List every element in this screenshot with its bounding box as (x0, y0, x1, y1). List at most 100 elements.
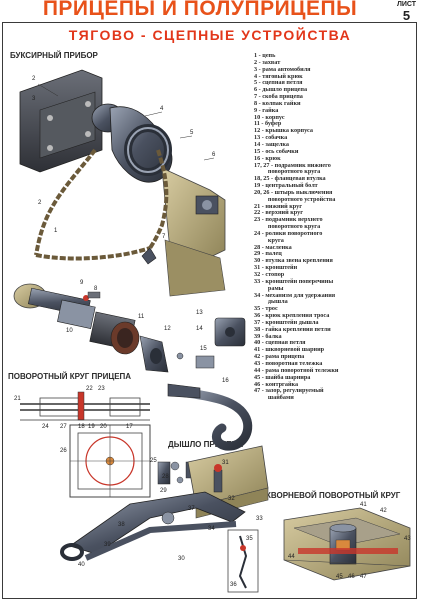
callout-king-44: 44 (288, 554, 295, 560)
callout-king-42: 42 (380, 508, 387, 514)
legend-item: 35 - трос (254, 305, 278, 313)
callout-king-45: 45 (336, 574, 343, 580)
callout-turn-22: 22 (86, 386, 93, 392)
section-title-drawbar: ДЫШЛО ПРИЦЕПА (168, 440, 244, 449)
legend-item: круга (254, 236, 284, 244)
callout-bar-35: 35 (246, 536, 253, 542)
legend-item: 29 - палец (254, 250, 282, 258)
poster-subtitle: ТЯГОВО - СЦЕПНЫЕ УСТРОЙСТВА (68, 27, 352, 43)
callout-hook-8: 8 (94, 286, 98, 292)
legend-item: 11 - буфер (254, 120, 282, 128)
legend-item: 21 - нижний круг (254, 202, 303, 210)
legend-item: поворотного круга (254, 168, 321, 176)
callout-hook-16: 16 (222, 378, 229, 384)
callout-king-46: 46 (348, 574, 355, 580)
poster-frame (2, 22, 417, 599)
page-title: ПРИЦЕПЫ И ПОЛУПРИЦЕПЫ (42, 0, 358, 20)
callout-bar-30: 30 (178, 556, 185, 562)
callout-lower-28: 28 (162, 474, 169, 480)
drawbar-illustration (60, 445, 269, 593)
legend-item: 22 - верхний круг (254, 209, 304, 217)
callout-lower-26: 26 (60, 448, 67, 454)
callout-tow-2: 2 (32, 76, 36, 82)
legend-item: 36 - крюк крепления троса (254, 312, 330, 320)
callout-turn-24: 24 (42, 424, 49, 430)
legend-item: дышла (254, 298, 288, 306)
legend-item: 24 - ролики поворотного (254, 229, 323, 237)
sheet-label: ЛИСТ (396, 1, 417, 8)
sheet-indicator: ЛИСТ 5 (394, 1, 419, 22)
legend-item: шайбами (254, 394, 294, 402)
callout-bar-39: 39 (104, 542, 111, 548)
legend-item: 18, 25 - фланцевая втулка (254, 175, 326, 183)
callout-hook-12: 12 (164, 326, 171, 332)
legend-item: 6 - дышло прицепа (254, 86, 308, 94)
legend-item: 20, 26 - штырь выключения (254, 188, 333, 196)
legend-item: 12 - крышка корпуса (254, 127, 313, 135)
legend-item: 16 - крюк (254, 154, 281, 162)
legend-item: 33 - кронштейн поперечины (254, 277, 334, 285)
section-title-turntable: ПОВОРОТНЫЙ КРУГ ПРИЦЕПА (8, 372, 132, 381)
legend-item: поворотного круга (254, 223, 321, 231)
callout-bar-36: 36 (230, 582, 237, 588)
legend-item: 3 - рама автомобиля (254, 65, 311, 73)
tow-device-illustration (19, 69, 226, 297)
legend-item: 37 - кронштейн дышла (254, 318, 319, 326)
legend-item: 31 - кронштейн (254, 264, 298, 272)
kingpin-turntable-illustration (283, 507, 411, 581)
callout-bar-37: 37 (188, 506, 195, 512)
callout-turn-17: 17 (126, 424, 133, 430)
legend-item: 47 - зазор, регулируемый (254, 387, 324, 395)
legend-item: 19 - центральный болт (254, 182, 318, 190)
legend-item: 43 - поворотная тележка (254, 359, 323, 367)
legend-item: 2 - захват (254, 58, 281, 66)
callout-king-47: 47 (360, 574, 367, 580)
legend-item: 32 - стопор (254, 271, 285, 278)
callout-tow-2b: 2 (38, 200, 42, 206)
legend-item: 28 - масленка (254, 243, 292, 251)
header-bar (0, 0, 421, 22)
callout-bar-34: 34 (208, 526, 215, 532)
legend-item: 39 - балка (254, 332, 282, 340)
legend-item: 10 - корпус (254, 113, 285, 121)
callout-bar-33: 33 (256, 516, 263, 522)
callout-tow-5: 5 (190, 130, 194, 136)
legend-item: 46 - контргайка (254, 380, 299, 388)
legend-item: 13 - собачка (254, 134, 288, 142)
callout-lower-25: 25 (150, 458, 157, 464)
section-title-kingpin-turntable: ШКВОРНЕВОЙ ПОВОРОТНЫЙ КРУГ (258, 491, 401, 500)
section-title-tow-device: БУКСИРНЫЙ ПРИБОР (10, 51, 98, 60)
legend-item: рамы (254, 284, 284, 292)
callout-hook-10: 10 (66, 328, 73, 334)
callout-king-43: 43 (404, 536, 411, 542)
hook-assembly-illustration (13, 283, 253, 451)
callout-bar-31: 31 (222, 460, 229, 466)
legend-item: 40 - сцепная петля (254, 339, 306, 347)
legend-item: 14 - защелка (254, 140, 289, 148)
legend-item: 34 - механизм для удержания (254, 291, 336, 299)
callout-hook-9: 9 (80, 280, 84, 286)
legend-item: 4 - тяговый крюк (254, 72, 303, 80)
legend-item: 42 - рама прицепа (254, 353, 305, 361)
callout-hook-14: 14 (196, 326, 203, 332)
legend-item: 23 - подрамник верхнего (254, 216, 323, 224)
legend-item: 7 - скоба прицепа (254, 93, 303, 101)
callout-bar-32: 32 (228, 496, 235, 502)
legend-item: 45 - шайба шарнира (254, 373, 311, 381)
legend-item: 8 - колпак гайки (254, 99, 301, 107)
callout-tow-4: 4 (160, 106, 164, 112)
legend-item: 30 - втулка звена крепления (254, 257, 333, 265)
callout-tow-1: 1 (54, 228, 58, 234)
callout-turn-18: 18 (78, 424, 85, 430)
callout-labels: 2 3 4 5 6 7 1 2 9 8 10 11 12 13 14 15 16… (14, 76, 411, 588)
legend-item: 38 - гайка крепления петли (254, 325, 331, 333)
callout-tow-7: 7 (162, 234, 166, 240)
legend-item: 5 - сцепная петля (254, 79, 303, 87)
callout-hook-13: 13 (196, 310, 203, 316)
callout-turn-19: 19 (88, 424, 95, 430)
callout-turn-23: 23 (98, 386, 105, 392)
callout-bar-40: 40 (78, 562, 85, 568)
callout-bar-38: 38 (118, 522, 125, 528)
